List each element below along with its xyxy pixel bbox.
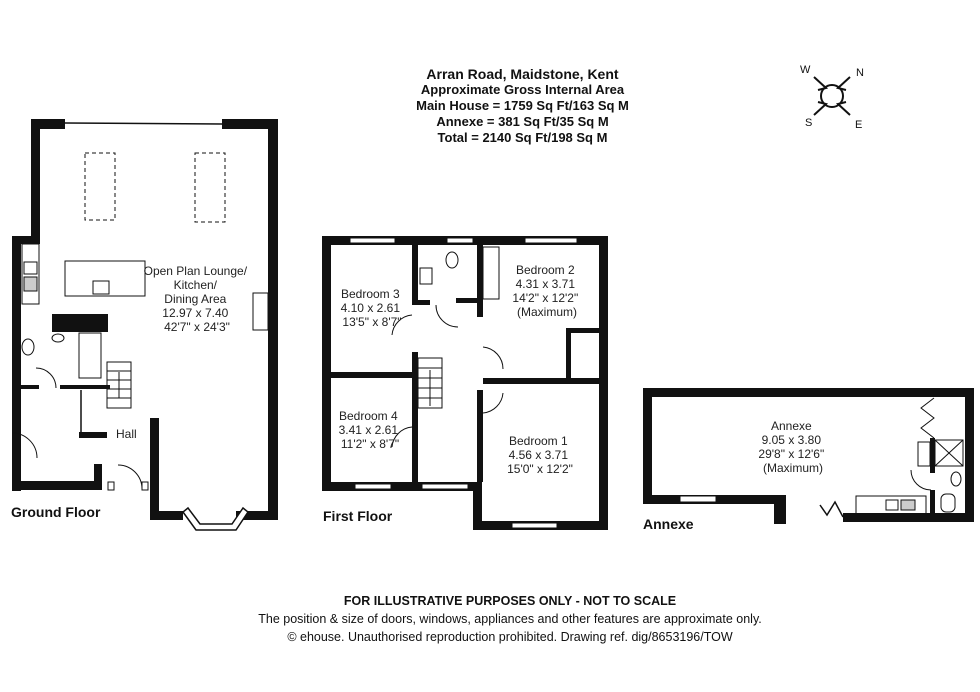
room-hall: Hall [116,427,137,441]
room-bedroom-4: Bedroom 4 3.41 x 2.61 11'2" x 8'7" [339,409,402,451]
room-lounge-kitchen-dining: Open Plan Lounge/ Kitchen/ Dining Area 1… [144,264,251,334]
annexe-area: Annexe = 381 Sq Ft/35 Sq M [436,114,609,129]
area-summary: Arran Road, Maidstone, Kent Approximate … [350,66,695,146]
annexe-plan: Annexe 9.05 x 3.80 29'8" x 12'6" (Maximu… [643,388,974,524]
main-house-area: Main House = 1759 Sq Ft/163 Sq M [416,98,629,113]
compass-e: E [855,119,862,131]
room-bedroom-1: Bedroom 1 4.56 x 3.71 15'0" x 12'2" [507,434,573,476]
total-area: Total = 2140 Sq Ft/198 Sq M [437,130,608,145]
copyright: © ehouse. Unauthorised reproduction proh… [287,630,733,644]
compass-s: S [805,117,812,129]
disclaimer: FOR ILLUSTRATIVE PURPOSES ONLY - NOT TO … [343,594,677,608]
compass-icon: W N S E [800,64,864,131]
area-subtitle: Approximate Gross Internal Area [420,82,625,97]
footer-note: The position & size of doors, windows, a… [258,612,762,626]
first-floor-label: First Floor [323,508,393,524]
property-address: Arran Road, Maidstone, Kent [426,66,619,82]
room-bedroom-3: Bedroom 3 4.10 x 2.61 13'5" x 8'7" [341,287,404,329]
first-floor-plan: Bedroom 3 4.10 x 2.61 13'5" x 8'7" Bedro… [322,236,608,530]
footer: FOR ILLUSTRATIVE PURPOSES ONLY - NOT TO … [200,592,820,646]
compass-n: N [856,67,864,79]
room-bedroom-2: Bedroom 2 4.31 x 3.71 14'2" x 12'2" (Max… [512,263,581,319]
room-annexe: Annexe 9.05 x 3.80 29'8" x 12'6" (Maximu… [758,419,827,475]
annexe-label: Annexe [643,516,694,532]
ground-floor-plan: Open Plan Lounge/ Kitchen/ Dining Area 1… [11,119,278,531]
ground-floor-label: Ground Floor [11,504,101,520]
compass-w: W [800,64,811,76]
